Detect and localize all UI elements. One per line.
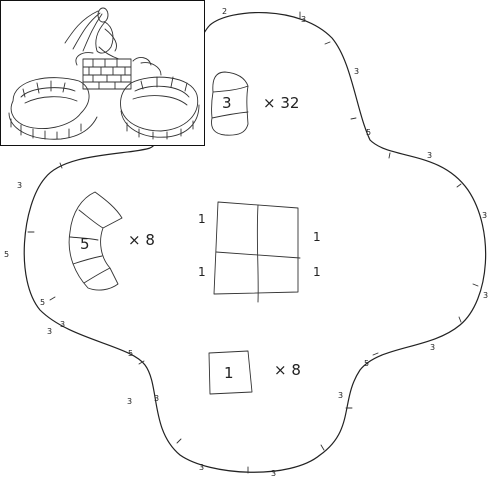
outline-label: 5 — [4, 250, 9, 259]
block-3-group: 3 × 32 — [211, 71, 299, 136]
outline-label: 3 — [127, 397, 132, 406]
left-basin-wall — [8, 77, 98, 140]
figure-drawing — [64, 7, 120, 60]
outline-label: 3 — [17, 181, 22, 190]
block-3-number: 3 — [222, 94, 232, 112]
block-3-count: × 32 — [263, 94, 299, 112]
outline-label: 3 — [482, 211, 487, 220]
block-3-drawing — [211, 71, 249, 136]
grid-label-top-left: 1 — [198, 212, 206, 226]
outline-label: 5 — [40, 298, 45, 307]
grid-label-top-right: 1 — [313, 230, 321, 244]
outline-label: 3 — [427, 151, 432, 160]
outline-label: 3 — [483, 291, 488, 300]
outline-label: 3 — [47, 327, 52, 336]
outline-label: 5 — [364, 359, 369, 368]
outline-label: 3 — [338, 391, 343, 400]
fountain-with-figure-sketch — [8, 7, 200, 140]
central-grid: 1 1 1 1 — [198, 201, 321, 303]
block-5-number: 5 — [80, 235, 90, 253]
block-1-drawing — [208, 350, 253, 395]
block-5-count: × 8 — [128, 231, 155, 249]
outline-label: 5 — [128, 349, 133, 358]
grid-label-bottom-right: 1 — [313, 265, 321, 279]
block-1-count: × 8 — [274, 361, 301, 379]
inset-illustration-frame — [0, 0, 205, 146]
right-basin-wall — [120, 76, 200, 140]
block-1-number: 1 — [224, 364, 234, 382]
block-1-group: 1 × 8 — [208, 350, 301, 395]
central-square — [213, 201, 299, 295]
outline-label: 3 — [60, 320, 65, 329]
outline-label: 5 — [366, 128, 371, 137]
outline-label: 3 — [354, 67, 359, 76]
grid-label-bottom-left: 1 — [198, 265, 206, 279]
central-cross-lines — [215, 204, 301, 303]
block-5-drawing — [68, 191, 123, 291]
outline-label: 3 — [301, 15, 306, 24]
outline-label: 3 — [154, 394, 159, 403]
outline-label: 3 — [271, 469, 276, 478]
outline-label: 3 — [430, 343, 435, 352]
outline-label: 3 — [199, 463, 204, 472]
outline-label: 2 — [222, 7, 227, 16]
block-5-group: 5 × 8 — [68, 191, 155, 291]
back-basin-wall — [75, 52, 162, 76]
outline-tick-marks — [27, 11, 479, 474]
central-pedestal — [82, 58, 132, 90]
quatrefoil-outline — [23, 12, 487, 473]
